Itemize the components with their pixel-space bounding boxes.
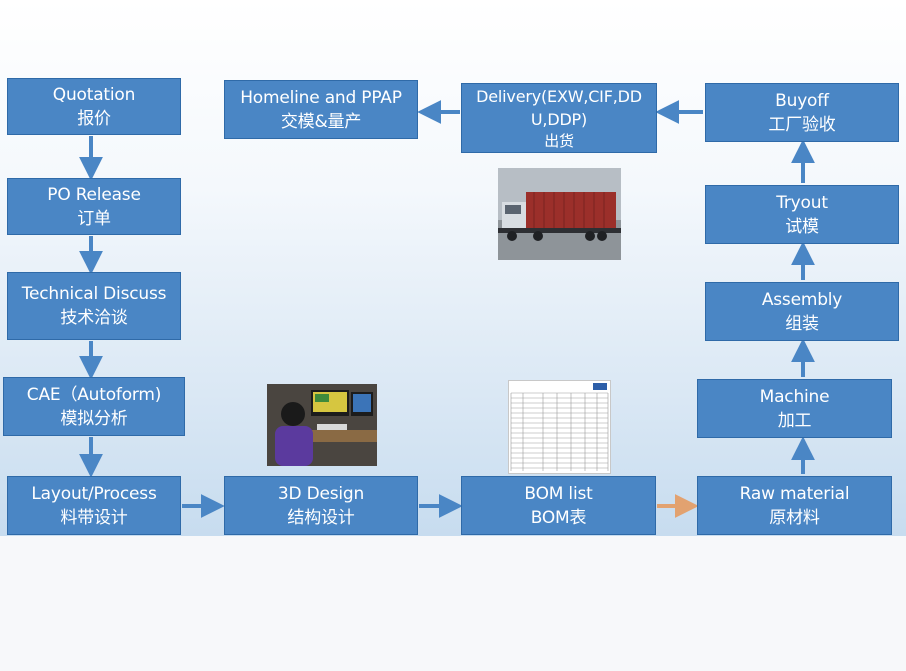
node-raw-material: Raw material 原材料 (697, 476, 892, 535)
container-truck-image (498, 168, 621, 260)
node-delivery-en: Delivery(EXW,CIF,DDU,DDP) (476, 87, 642, 129)
node-cae: CAE（Autoform) 模拟分析 (3, 377, 185, 436)
container-truck-photo (498, 168, 621, 260)
node-tryout-en: Tryout (776, 192, 828, 213)
flow-arrows (79, 100, 815, 518)
node-homeline-ppap-zh: 交模&量产 (280, 111, 362, 132)
node-layout-process: Layout/Process 料带设计 (7, 476, 181, 535)
node-assembly: Assembly 组装 (705, 282, 899, 341)
node-layout-process-en: Layout/Process (31, 483, 157, 504)
process-flow-diagram: Quotation 报价 PO Release 订单 Technical Dis… (0, 0, 906, 536)
node-raw-material-zh: 原材料 (769, 507, 820, 528)
node-buyoff: Buyoff 工厂验收 (705, 83, 899, 142)
node-homeline-ppap: Homeline and PPAP 交模&量产 (224, 80, 418, 139)
node-machine: Machine 加工 (697, 379, 892, 438)
node-3d-design-en: 3D Design (277, 483, 365, 504)
node-technical-discuss-en: Technical Discuss (21, 284, 167, 304)
node-buyoff-en: Buyoff (775, 90, 829, 111)
node-cae-en: CAE（Autoform) (26, 384, 162, 405)
node-machine-zh: 加工 (777, 410, 812, 431)
node-technical-discuss: Technical Discuss 技术洽谈 (7, 272, 181, 340)
node-assembly-zh: 组装 (785, 313, 819, 334)
node-layout-process-zh: 料带设计 (60, 507, 128, 528)
node-bom-list-zh: BOM表 (530, 507, 587, 528)
node-tryout-zh: 试模 (785, 216, 819, 237)
bom-spreadsheet-thumbnail (508, 380, 611, 474)
node-assembly-en: Assembly (761, 289, 843, 310)
node-tryout: Tryout 试模 (705, 185, 899, 244)
node-machine-en: Machine (759, 386, 830, 407)
node-bom-list-en: BOM list (524, 483, 593, 504)
node-3d-design-zh: 结构设计 (287, 507, 355, 528)
node-po-release-en: PO Release (47, 184, 141, 205)
node-homeline-ppap-en: Homeline and PPAP (240, 87, 402, 108)
node-bom-list: BOM list BOM表 (461, 476, 656, 535)
node-quotation-zh: 报价 (77, 108, 111, 129)
node-quotation-en: Quotation (52, 84, 136, 105)
node-delivery: Delivery(EXW,CIF,DDU,DDP) 出货 (461, 83, 657, 153)
node-raw-material-en: Raw material (739, 483, 850, 504)
node-quotation: Quotation 报价 (7, 78, 181, 135)
node-po-release: PO Release 订单 (7, 178, 181, 235)
node-po-release-zh: 订单 (77, 208, 111, 229)
bom-table-image (510, 383, 609, 471)
node-3d-design: 3D Design 结构设计 (224, 476, 418, 535)
node-cae-zh: 模拟分析 (60, 408, 128, 429)
designer-at-computer-photo (267, 384, 377, 466)
designer-image (267, 384, 377, 466)
node-buyoff-zh: 工厂验收 (768, 114, 836, 135)
node-delivery-zh: 出货 (544, 132, 574, 150)
node-technical-discuss-zh: 技术洽谈 (60, 308, 128, 328)
